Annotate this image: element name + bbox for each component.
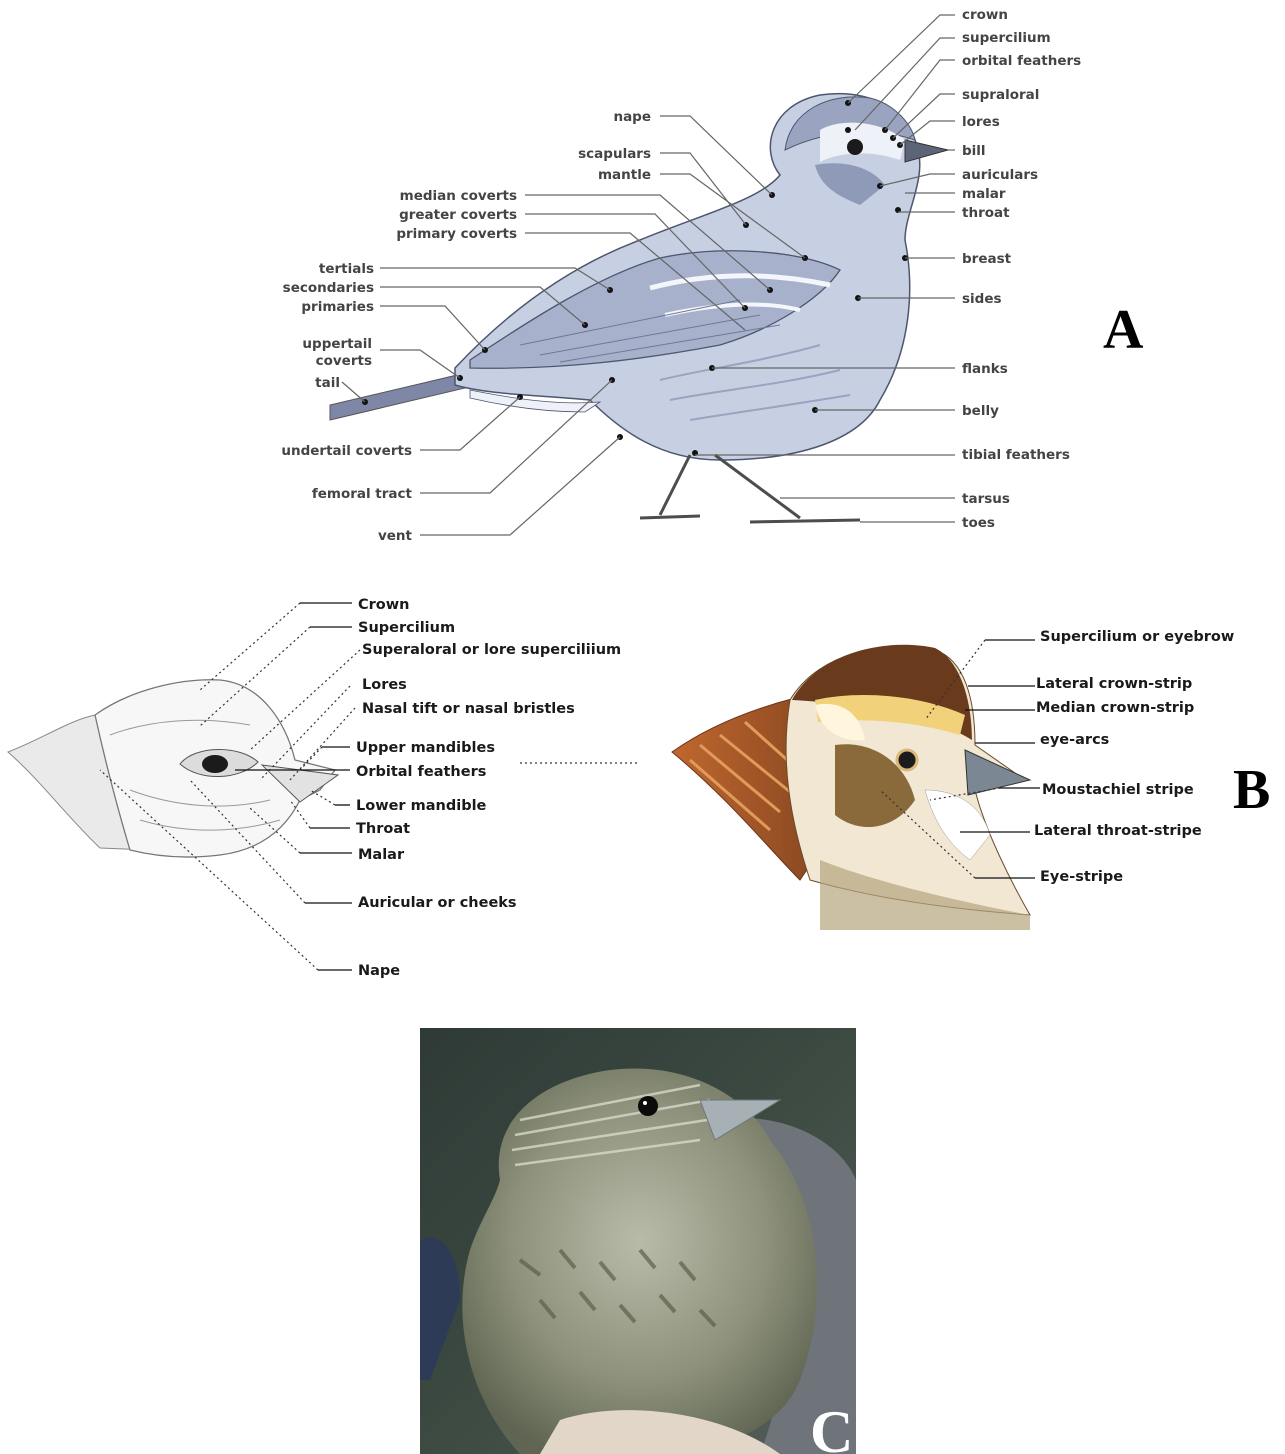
panel-a-bird-topography: crown supercilium orbital feathers supra… (281, 7, 1144, 544)
panel-c-photo: C (420, 1028, 856, 1454)
label-sketch-nape: Nape (358, 963, 400, 979)
label-sketch-orbital-feathers: Orbital feathers (356, 764, 486, 780)
sketch-eye (202, 755, 228, 773)
labels-right: crown supercilium orbital feathers supra… (962, 7, 1081, 531)
label-supraloral: supraloral (962, 87, 1039, 103)
panel-letter-b: B (1233, 759, 1270, 821)
label-median-coverts: median coverts (400, 188, 517, 204)
panel-letter-a: A (1103, 299, 1144, 361)
label-sketch-crown: Crown (358, 597, 409, 613)
label-sketch-upper-mandibles: Upper mandibles (356, 740, 495, 756)
label-undertail-coverts: undertail coverts (281, 443, 412, 459)
label-supercilium: supercilium (962, 30, 1051, 46)
label-sketch-lower-mandible: Lower mandible (356, 798, 487, 814)
label-malar: malar (962, 186, 1006, 202)
label-bill: bill (962, 143, 986, 159)
label-mantle: mantle (598, 167, 651, 183)
label-sketch-auricular: Auricular or cheeks (358, 895, 517, 911)
label-color-moustachiel-stripe: Moustachiel stripe (1042, 782, 1194, 798)
label-sketch-superaloral: Superaloral or lore superciliium (362, 642, 621, 658)
label-sketch-supercilium: Supercilium (358, 620, 455, 636)
label-auriculars: auriculars (962, 167, 1038, 183)
label-belly: belly (962, 403, 999, 419)
panel-b-head-color: Supercilium or eyebrow Lateral crown-str… (672, 629, 1270, 930)
label-tail: tail (315, 375, 340, 391)
label-vent: vent (378, 528, 413, 544)
label-orbital-feathers: orbital feathers (962, 53, 1081, 69)
color-eye (897, 750, 917, 770)
label-nape: nape (613, 109, 651, 125)
label-toes: toes (962, 515, 995, 531)
label-greater-coverts: greater coverts (399, 207, 517, 223)
label-sketch-lores: Lores (362, 677, 407, 693)
label-tibial-feathers: tibial feathers (962, 447, 1070, 463)
label-coverts: coverts (316, 353, 372, 369)
label-femoral-tract: femoral tract (312, 486, 413, 502)
label-sketch-malar: Malar (358, 847, 405, 863)
label-flanks: flanks (962, 361, 1008, 377)
label-color-lateral-crown-strip: Lateral crown-strip (1036, 676, 1192, 692)
label-tarsus: tarsus (962, 491, 1010, 507)
photo-eye-highlight (643, 1101, 647, 1105)
legs (640, 455, 860, 522)
label-sketch-throat: Throat (356, 821, 410, 837)
sketch-labels: Crown Supercilium Superaloral or lore su… (356, 597, 621, 979)
label-color-eye-stripe: Eye-stripe (1040, 869, 1123, 885)
color-labels: Supercilium or eyebrow Lateral crown-str… (1034, 629, 1234, 885)
label-primary-coverts: primary coverts (396, 226, 517, 242)
label-color-median-crown-strip: Median crown-strip (1036, 700, 1194, 716)
label-color-lateral-throat-stripe: Lateral throat-stripe (1034, 823, 1202, 839)
label-primaries: primaries (301, 299, 374, 315)
label-sides: sides (962, 291, 1002, 307)
label-uppertail: uppertail (302, 336, 372, 352)
label-tertials: tertials (319, 261, 374, 277)
label-breast: breast (962, 251, 1012, 267)
tail-shape (330, 372, 470, 420)
label-secondaries: secondaries (283, 280, 374, 296)
label-color-supercilium-eyebrow: Supercilium or eyebrow (1040, 629, 1234, 645)
panel-letter-c: C (810, 1399, 853, 1454)
bill-shape (905, 140, 948, 162)
photo-eye (638, 1096, 658, 1116)
label-sketch-nasal-tift: Nasal tift or nasal bristles (362, 701, 575, 717)
eye (847, 139, 863, 155)
label-color-eye-arcs: eye-arcs (1040, 732, 1109, 748)
label-lores: lores (962, 114, 1000, 130)
label-throat: throat (962, 205, 1010, 221)
label-scapulars: scapulars (578, 146, 651, 162)
panel-b-head-sketch: Crown Supercilium Superaloral or lore su… (8, 597, 640, 979)
label-crown: crown (962, 7, 1008, 23)
